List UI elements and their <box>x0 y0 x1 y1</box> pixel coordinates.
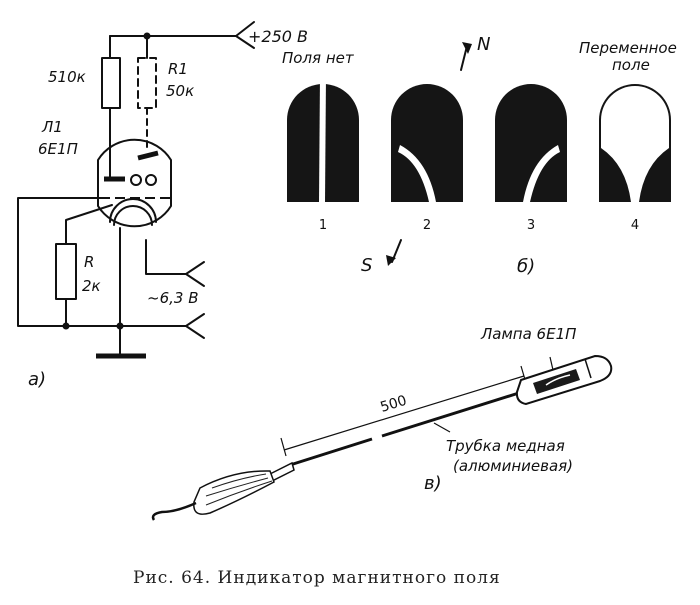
figure-caption: Рис. 64. Индикатор магнитного поля <box>133 568 501 588</box>
shadow-sector <box>601 86 669 202</box>
heater-wire <box>145 239 187 275</box>
panel-c-label: в) <box>424 473 442 494</box>
tube-label: Трубка медная <box>446 437 565 455</box>
pattern-number: 2 <box>423 218 431 233</box>
resistor-r <box>55 243 77 300</box>
tube-label-2: (алюминиевая) <box>453 457 573 475</box>
pattern-number: 3 <box>527 218 535 233</box>
pattern-3 <box>495 84 567 202</box>
tube-envelope <box>97 138 172 228</box>
pattern-number: 1 <box>319 218 327 233</box>
resistor-r1 <box>137 57 157 109</box>
probe-drawing: 500 Лампа 6Е1П Трубка медная (алюминиева… <box>151 325 613 521</box>
r-value: 2к <box>82 277 101 295</box>
housing-cap <box>584 358 592 379</box>
handle <box>193 461 295 515</box>
shadow-sector <box>398 145 436 202</box>
pattern-4 <box>599 84 671 202</box>
alt-field-label-2: поле <box>612 56 650 74</box>
handle-shading <box>205 477 269 497</box>
heater-terminal <box>185 261 205 287</box>
heater-voltage: ~6,3 В <box>147 289 198 307</box>
lamp-housing <box>515 354 613 406</box>
tube-type: 6Е1П <box>38 140 78 158</box>
alt-field-label: Переменное <box>579 39 677 57</box>
cable <box>151 501 197 521</box>
r1-name: R1 <box>168 60 188 78</box>
indicator-plate <box>137 150 159 161</box>
lamp-label: Лампа 6Е1П <box>480 325 576 343</box>
south-label: S <box>361 255 372 276</box>
handle-shading <box>205 480 273 506</box>
panel-a-label: а) <box>28 369 46 390</box>
north-label: N <box>477 34 490 55</box>
dimension-line <box>283 375 525 451</box>
resistor-510k <box>101 57 121 109</box>
resistor-510k-label: 510к <box>48 68 86 86</box>
north-arrow-head <box>462 42 472 54</box>
heater <box>113 205 153 226</box>
no-field-label: Поля нет <box>282 49 355 67</box>
probe-rod <box>381 390 523 438</box>
r-name: R <box>84 253 94 271</box>
indicator-patterns: N S Поля нет Переменное поле 1 2 3 <box>282 34 677 277</box>
grid-wire <box>17 197 101 327</box>
handle-shading <box>211 473 267 489</box>
shadow-sector <box>319 74 326 202</box>
panel-b-label: б) <box>517 256 535 277</box>
south-arrow-head <box>386 255 396 266</box>
handle-body <box>193 470 275 515</box>
wire <box>65 204 113 245</box>
dimension-tick <box>280 437 287 457</box>
circuit-diagram: +250 В 510к R1 50к Л1 6Е1П R 2к ~6,3 В а… <box>17 21 308 390</box>
pattern-2 <box>391 84 463 202</box>
pattern-number: 4 <box>631 218 639 233</box>
pattern-screen <box>495 84 567 202</box>
supply-terminal <box>235 21 255 49</box>
ferrule <box>269 461 295 483</box>
pattern-screen <box>391 84 463 202</box>
lamp-leader <box>549 356 554 371</box>
tube-name: Л1 <box>41 118 63 136</box>
probe-rod <box>289 437 373 467</box>
shadow-sector <box>523 145 560 202</box>
heater-terminal <box>185 313 205 339</box>
electrode-ring <box>130 174 142 186</box>
electrode-ring <box>145 174 157 186</box>
dimension-value: 500 <box>378 393 408 416</box>
pattern-1 <box>287 74 359 202</box>
tube-leader <box>433 422 451 433</box>
cathode <box>109 198 157 223</box>
supply-label: +250 В <box>248 27 308 46</box>
lamp-glint <box>545 374 571 386</box>
r1-value: 50к <box>166 82 194 100</box>
junction-dot <box>62 322 70 330</box>
